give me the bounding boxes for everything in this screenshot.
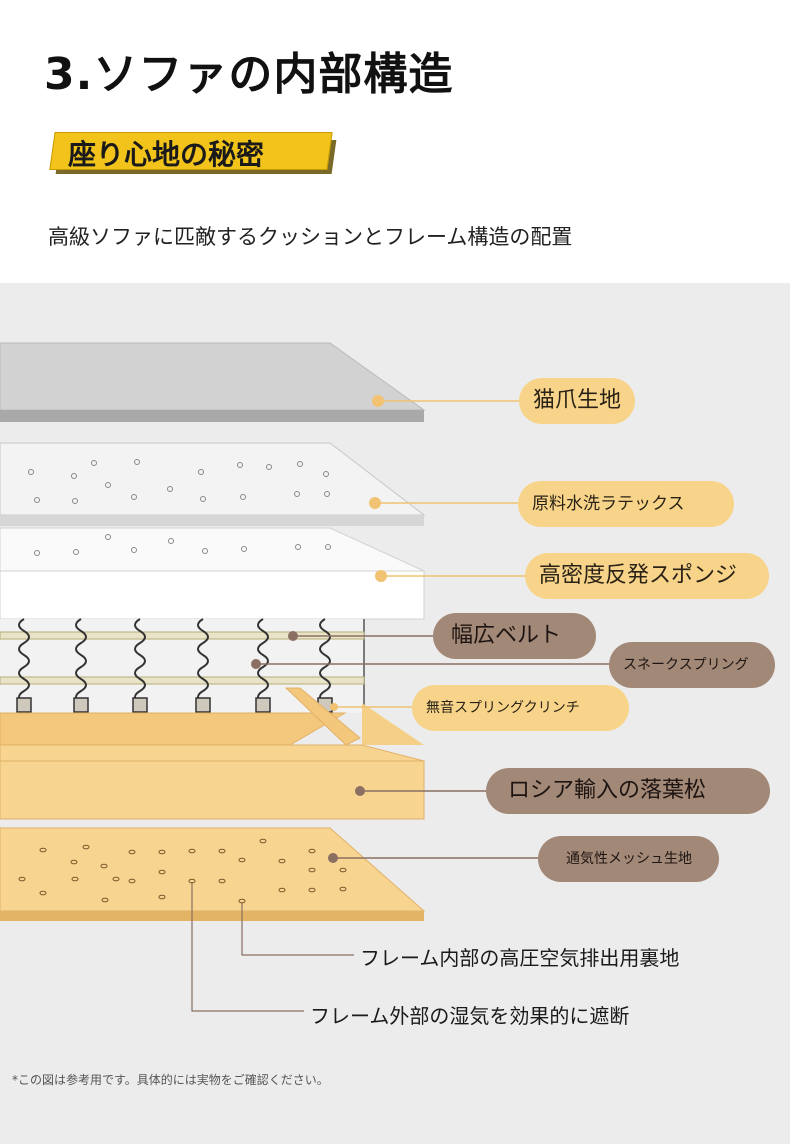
callout-outer-lining: フレーム外部の湿気を効果的に遮断: [304, 1000, 636, 1029]
badge-text: 座り心地の秘密: [68, 138, 265, 171]
label-belt: 幅広ベルト: [433, 613, 596, 659]
label-sponge: 高密度反発スポンジ: [525, 553, 769, 599]
dot-spring: [251, 659, 261, 669]
fabric-layer: [0, 342, 426, 422]
mesh-holes: [18, 838, 347, 904]
pine-frame: [0, 687, 425, 820]
label-spring: スネークスプリング: [609, 642, 775, 688]
label-mesh: 通気性メッシュ生地: [538, 836, 719, 882]
silent-clinches: [16, 697, 333, 713]
label-pine: ロシア輸入の落葉松: [486, 768, 770, 814]
label-cat-fabric: 猫爪生地: [519, 378, 636, 424]
dot-fabric: [372, 395, 384, 407]
page-title: 3.ソファの内部構造: [44, 49, 454, 100]
dot-sponge: [375, 570, 387, 582]
header-area: 3.ソファの内部構造 座り心地の秘密 高級ソファに匹敵するクッションとフレーム構…: [0, 0, 790, 283]
latex-pores: [28, 459, 330, 504]
dot-mesh: [328, 853, 338, 863]
label-clinch: 無音スプリングクリンチ: [412, 685, 629, 731]
sponge-layer: [0, 527, 425, 620]
footnote: *この図は参考用です。具体的には実物をご確認ください。: [12, 1073, 329, 1087]
mesh-layer: [0, 827, 426, 921]
page-subtitle: 高級ソファに匹敵するクッションとフレーム構造の配置: [48, 225, 573, 249]
dot-latex: [369, 497, 381, 509]
dot-clinch: [330, 703, 338, 711]
dot-belt: [288, 631, 298, 641]
belt-bottom: [0, 676, 365, 685]
sofa-structure-diagram: [0, 342, 609, 1012]
dot-pine: [355, 786, 365, 796]
leader-lines: [191, 395, 609, 1012]
section-badge: 座り心地の秘密: [49, 132, 337, 174]
callout-inner-lining: フレーム内部の高圧空気排出用裏地: [354, 942, 686, 971]
label-latex: 原料水洗ラテックス: [518, 481, 734, 527]
sponge-pores: [34, 534, 331, 556]
latex-layer: [0, 442, 426, 526]
